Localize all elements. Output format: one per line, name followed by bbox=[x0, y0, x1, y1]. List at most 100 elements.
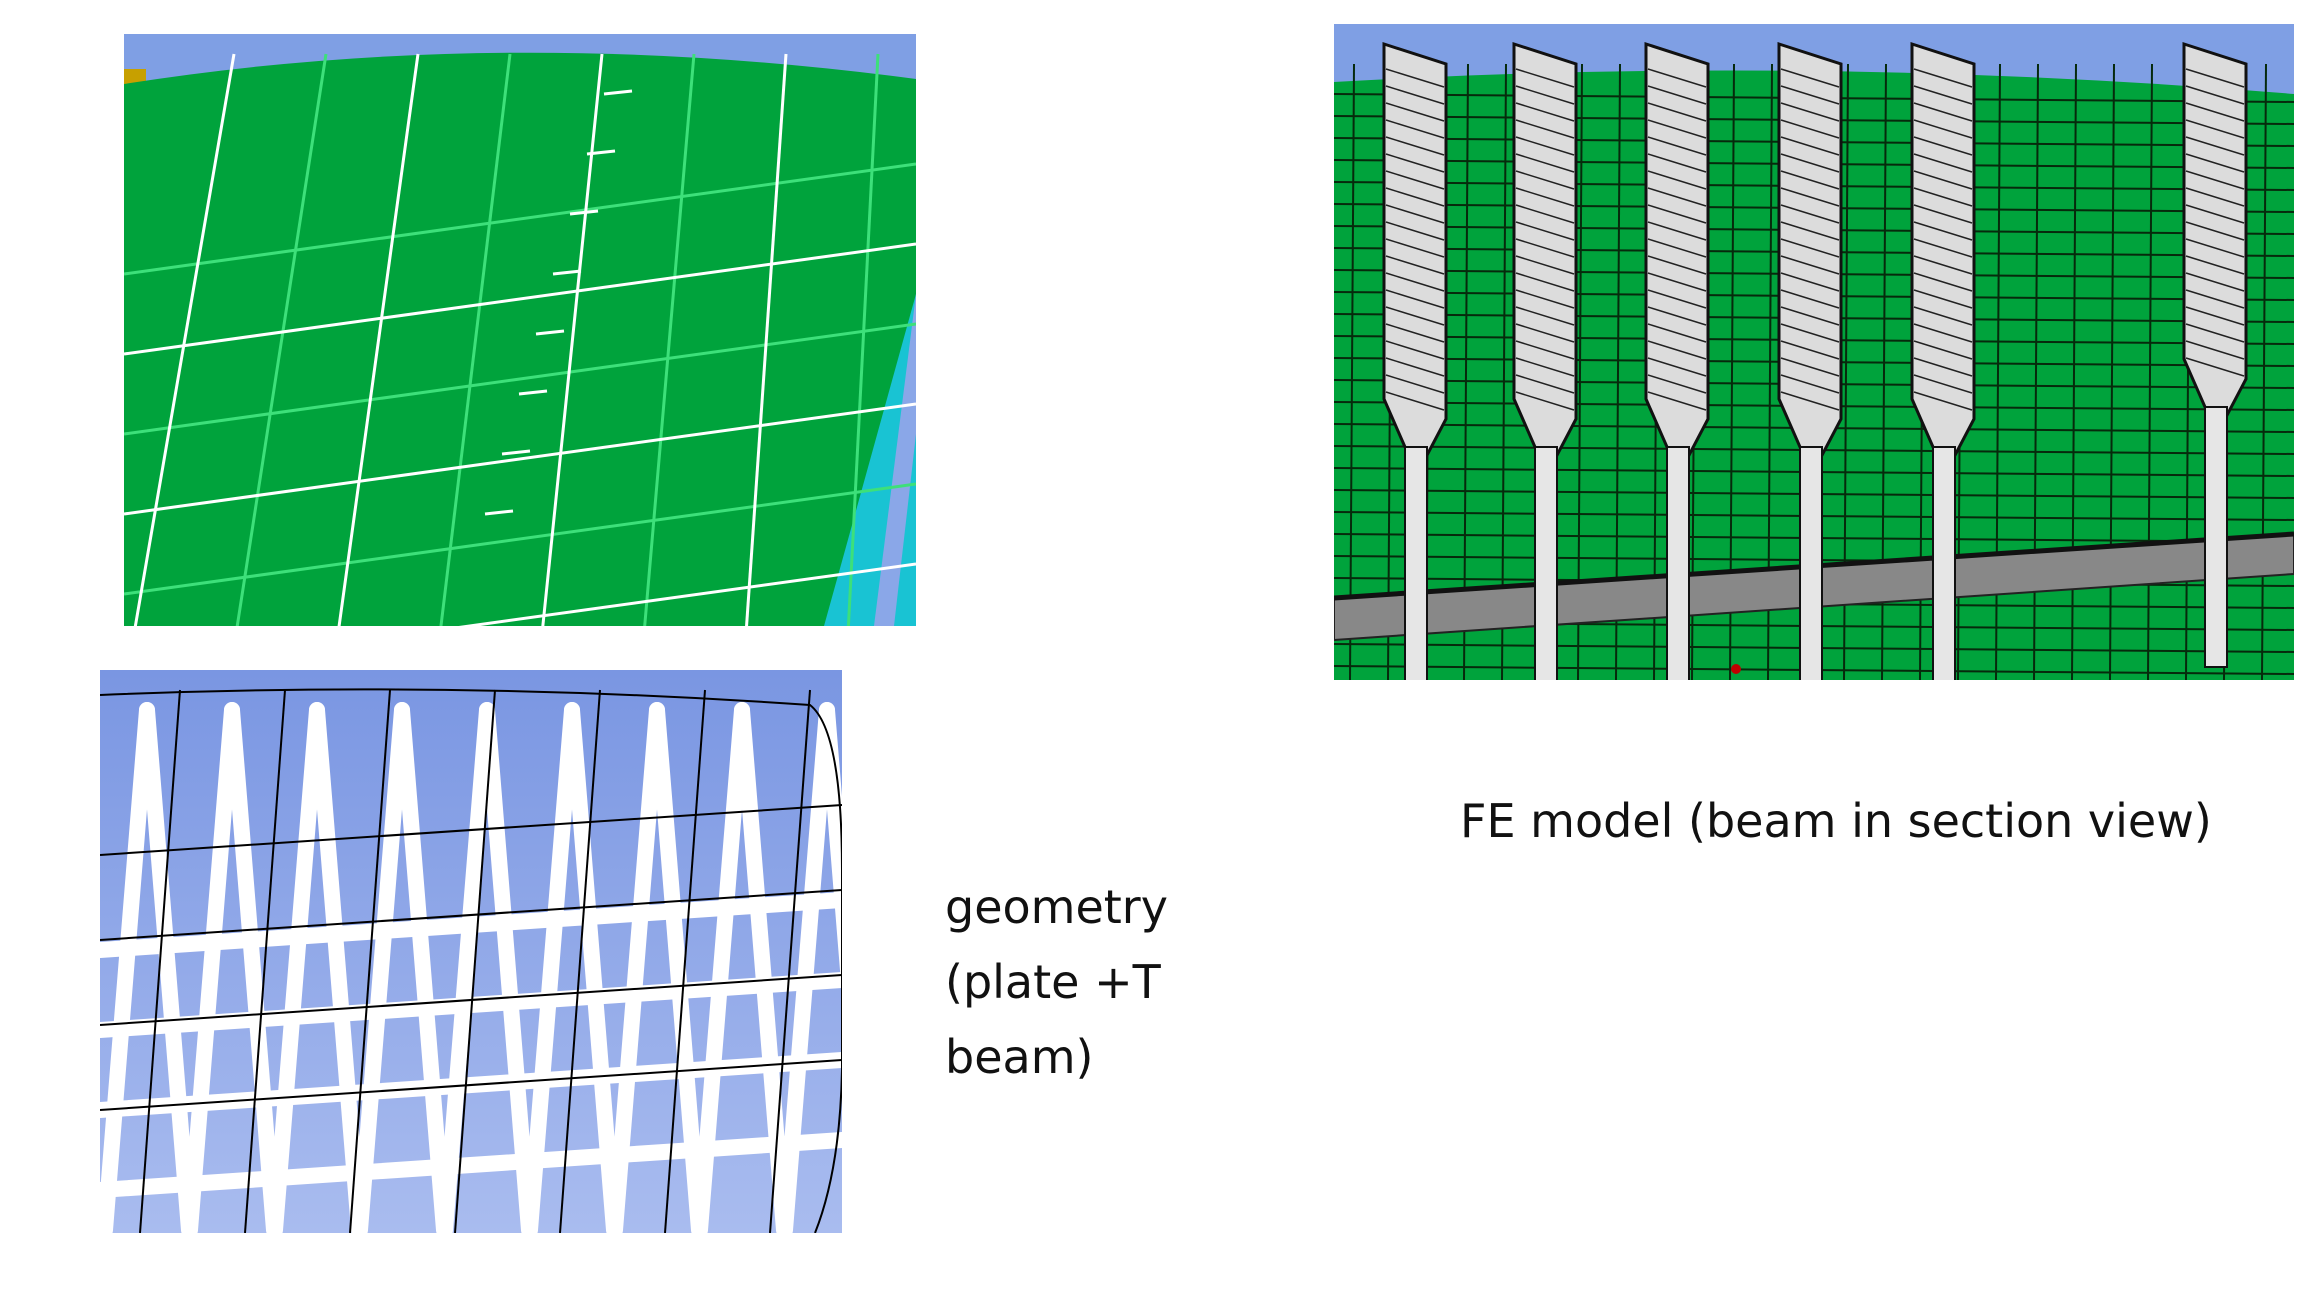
stiffener-hatch bbox=[1647, 391, 1707, 411]
stiffener-hatch bbox=[1515, 306, 1575, 326]
stiffener-hatch bbox=[1385, 221, 1445, 241]
stiffener-hatch bbox=[1515, 136, 1575, 156]
stiffener-hatch bbox=[1780, 238, 1840, 258]
fe-mesh-column bbox=[1577, 63, 1583, 680]
lattice-diagonal bbox=[224, 702, 282, 1233]
geometry-caption: geometry (plate +T beam) bbox=[945, 870, 1168, 1095]
lattice-diagonal bbox=[607, 702, 665, 1233]
stiffener-hatch bbox=[1780, 204, 1840, 224]
stiffener-hatch bbox=[1515, 357, 1575, 377]
stiffener-hatch bbox=[1515, 85, 1575, 105]
stiffener-hatch bbox=[1780, 85, 1840, 105]
stiffener-hatch bbox=[1515, 238, 1575, 258]
frame-meridian-line bbox=[559, 689, 601, 1233]
stiffener-hatch bbox=[1647, 102, 1707, 122]
plate-tick-mark bbox=[535, 329, 565, 336]
lattice-diagonal bbox=[394, 702, 452, 1233]
frame-outline-lines bbox=[100, 688, 842, 1233]
plate-vertical-line bbox=[846, 53, 880, 626]
stiffener-hatch bbox=[1913, 374, 1973, 394]
stiffener-hatch bbox=[1913, 153, 1973, 173]
stiffener-hatch bbox=[1913, 306, 1973, 326]
stiffener-hatch bbox=[1385, 323, 1445, 343]
stiffener-hatch bbox=[1913, 238, 1973, 258]
plate-vertical-line bbox=[643, 53, 696, 626]
fe-mesh-column bbox=[1349, 63, 1355, 680]
stiffener-web bbox=[1666, 446, 1690, 680]
stiffener-flange bbox=[1382, 41, 1448, 462]
stiffener-hatch bbox=[1647, 221, 1707, 241]
stiffener-hatch bbox=[1780, 391, 1840, 411]
stiffener-flange bbox=[1512, 41, 1578, 462]
stiffener-hatch bbox=[1913, 119, 1973, 139]
stiffener-hatch bbox=[2185, 187, 2245, 207]
stiffener-hatch bbox=[1780, 323, 1840, 343]
plate-horizontal-line bbox=[458, 562, 916, 626]
stiffener-hatch bbox=[2185, 357, 2245, 377]
stiffener-hatch bbox=[1515, 323, 1575, 343]
stiffener-hatch bbox=[1385, 340, 1445, 360]
stiffener-hatch bbox=[1647, 170, 1707, 190]
stiffener-hatch bbox=[1913, 221, 1973, 241]
fe-model-caption: FE model (beam in section view) bbox=[1460, 794, 2212, 848]
frame-meridian-line bbox=[454, 689, 496, 1233]
stiffener-hatch bbox=[1780, 119, 1840, 139]
plate-vertical-line bbox=[235, 53, 328, 626]
frame-ring-line bbox=[100, 804, 842, 856]
stiffener-hatch bbox=[1385, 85, 1445, 105]
stiffener-hatch bbox=[1780, 170, 1840, 190]
stiffener-hatch bbox=[1647, 187, 1707, 207]
stiffener-hatch bbox=[1385, 68, 1445, 88]
stiffener-flange bbox=[1777, 41, 1843, 462]
stiffener-hatch bbox=[1780, 306, 1840, 326]
lattice-diagonal bbox=[819, 702, 842, 996]
stiffener-web bbox=[2204, 406, 2228, 668]
frame-ring-line bbox=[100, 974, 842, 1026]
stiffener-hatch bbox=[1385, 119, 1445, 139]
stiffener-hatch bbox=[1385, 391, 1445, 411]
geometry-caption-line-3: beam) bbox=[945, 1030, 1094, 1084]
stiffener-hatch bbox=[1385, 289, 1445, 309]
stiffener-hatch bbox=[1913, 391, 1973, 411]
stiffener-hatch bbox=[1780, 272, 1840, 292]
plate-horizontal-line bbox=[124, 242, 916, 356]
stiffener-hatch bbox=[1913, 136, 1973, 156]
stiffener-hatch bbox=[1515, 153, 1575, 173]
plate-vertical-line bbox=[541, 53, 604, 626]
plate-horizontal-line bbox=[124, 162, 916, 276]
fe-model-drawing bbox=[1334, 24, 2294, 680]
stiffener-hatch bbox=[2185, 323, 2245, 343]
stiffener-hatch bbox=[1913, 170, 1973, 190]
stiffener-hatch bbox=[1515, 289, 1575, 309]
plate-vertical-line bbox=[337, 53, 420, 626]
stiffener-hatch bbox=[1385, 170, 1445, 190]
stiffener-hatch bbox=[2185, 238, 2245, 258]
stiffener-hatch bbox=[1913, 272, 1973, 292]
plate-vertical-line bbox=[133, 53, 236, 626]
stiffener-hatch bbox=[1647, 272, 1707, 292]
stiffener-hatch bbox=[2185, 204, 2245, 224]
plate-tick-mark bbox=[552, 269, 582, 276]
stiffener-hatch bbox=[2185, 272, 2245, 292]
stiffener-hatch bbox=[1913, 85, 1973, 105]
frame-meridian-line bbox=[349, 689, 391, 1233]
lattice-diagonal bbox=[479, 702, 537, 1233]
beam-stiffeners bbox=[1382, 41, 2248, 680]
plate-tick-mark bbox=[501, 449, 531, 456]
stiffener-hatch bbox=[1385, 187, 1445, 207]
stiffener-hatch bbox=[1515, 340, 1575, 360]
stiffener-hatch bbox=[1647, 289, 1707, 309]
stiffener-hatch bbox=[2185, 136, 2245, 156]
lattice-diagonal bbox=[437, 702, 495, 1233]
stiffener-hatch bbox=[1913, 187, 1973, 207]
stiffener-flange bbox=[1910, 41, 1976, 462]
stiffener-hatch bbox=[2185, 153, 2245, 173]
stiffener-hatch bbox=[1913, 68, 1973, 88]
lattice-diagonal bbox=[522, 702, 580, 1233]
stiffener-hatch bbox=[1647, 204, 1707, 224]
stiffener-hatch bbox=[2185, 289, 2245, 309]
stiffener-hatch bbox=[1780, 357, 1840, 377]
fe-model-view bbox=[1334, 24, 2294, 680]
stiffener-hatch bbox=[1780, 102, 1840, 122]
plate-mesh-lines bbox=[124, 53, 916, 626]
